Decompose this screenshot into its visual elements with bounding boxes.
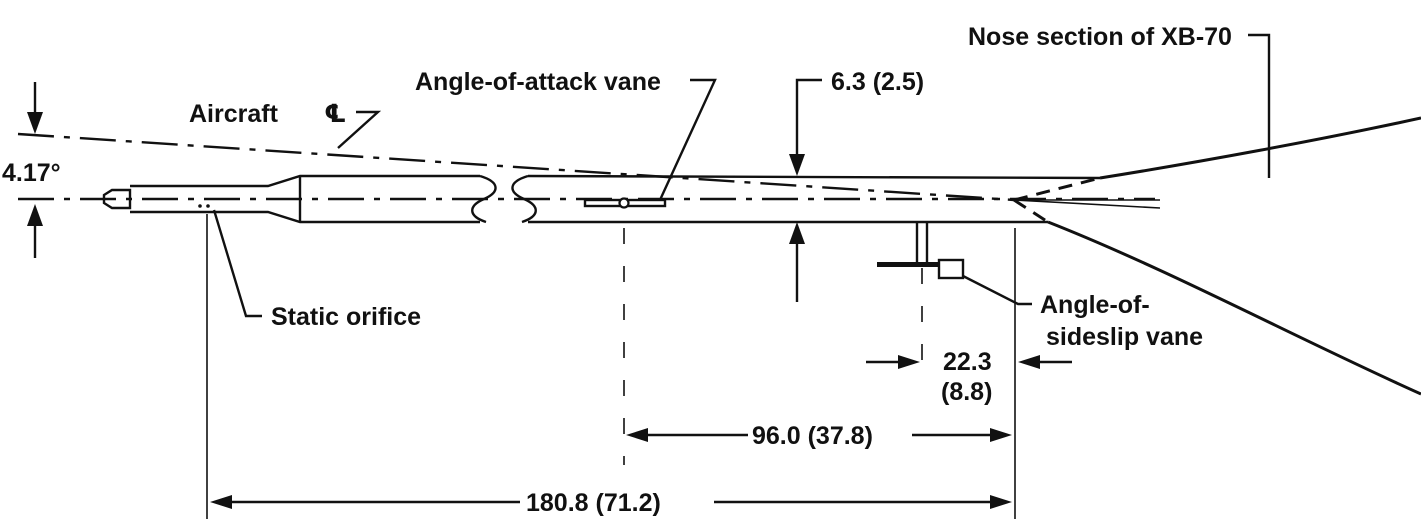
dimension-22-3-label: 22.3 — [943, 348, 992, 376]
diameter-dimension — [789, 78, 822, 302]
pitot-boom — [102, 174, 1101, 224]
aos-vane-label-line2: sideslip vane — [1046, 323, 1203, 351]
angle-label: 4.17° — [2, 159, 61, 187]
angle-of-sideslip-vane — [877, 222, 1032, 306]
dimension-96-0-label: 96.0 (37.8) — [752, 422, 873, 450]
dimension-22-3-sublabel: (8.8) — [941, 378, 992, 406]
aircraft-centerline-label: Aircraft — [189, 100, 279, 128]
nose-section-label: Nose section of XB-70 — [968, 23, 1232, 51]
aos-vane-label-line1: Angle-of- — [1040, 291, 1150, 319]
static-orifice-leader — [212, 209, 262, 318]
dimension-180-8-label: 180.8 (71.2) — [526, 489, 661, 517]
angle-indicator — [27, 82, 43, 258]
aircraft-nose-outline — [1013, 33, 1421, 396]
dimension-96-0 — [626, 428, 1012, 442]
dimension-180-8 — [210, 495, 1012, 509]
centerline-symbol: ℄ — [324, 100, 346, 128]
aircraft-centerline — [17, 132, 1161, 209]
diameter-dimension-label: 6.3 (2.5) — [831, 68, 924, 96]
angle-of-attack-vane — [583, 78, 717, 209]
centerline-leader — [337, 110, 382, 149]
aoa-vane-label: Angle-of-attack vane — [415, 68, 661, 96]
dimension-22-3 — [866, 355, 1072, 369]
static-orifice-label: Static orifice — [271, 303, 421, 331]
